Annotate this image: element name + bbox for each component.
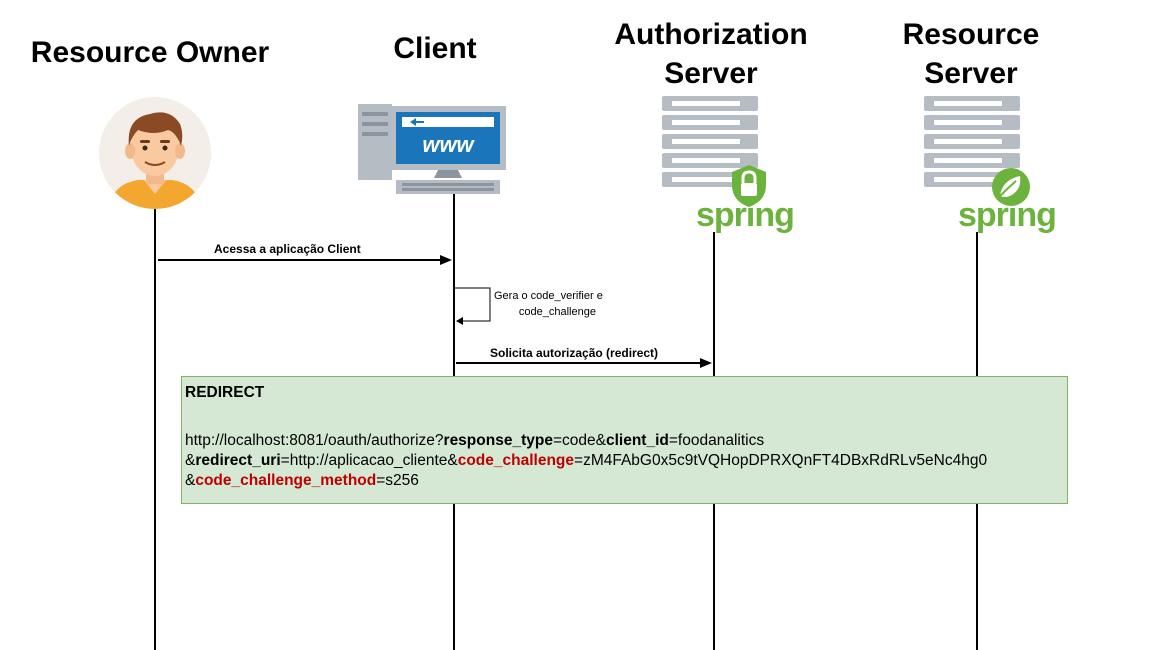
actor-title-authorization-server: Authorization Server bbox=[614, 18, 808, 90]
actor-title-resource-server: Resource Server bbox=[902, 18, 1040, 90]
user-avatar-icon bbox=[99, 97, 211, 209]
resource-server-spring-logo: spring bbox=[958, 196, 1057, 234]
message-arrow-request-authorization bbox=[456, 358, 712, 368]
self-message-arrow-generate bbox=[454, 287, 491, 325]
auth-server-spring-logo: spring bbox=[696, 196, 795, 234]
message-label-access-client: Acessa a aplicação Client bbox=[214, 242, 361, 256]
lifeline-resource-owner bbox=[154, 208, 156, 650]
lock-shield-icon bbox=[732, 165, 766, 207]
redirect-note-title: REDIRECT bbox=[185, 384, 265, 401]
redirect-note: REDIRECT http://localhost:8081/oauth/aut… bbox=[181, 376, 1068, 504]
message-label-request-authorization: Solicita autorização (redirect) bbox=[490, 346, 659, 360]
www-screen-text: www bbox=[422, 132, 475, 157]
redirect-url-line-3: &code_challenge_method=s256 bbox=[185, 472, 419, 489]
redirect-url-line-2: &redirect_uri=http://aplicacao_cliente&c… bbox=[185, 452, 988, 469]
client-computer-icon: www bbox=[358, 104, 506, 194]
actor-title-resource-owner: Resource Owner bbox=[30, 36, 270, 69]
self-message-label-generate: Gera o code_verifier e code_challenge bbox=[494, 290, 603, 318]
message-arrow-access-client bbox=[158, 255, 452, 265]
actor-title-client: Client bbox=[393, 32, 477, 65]
redirect-url-line-1: http://localhost:8081/oauth/authorize?re… bbox=[185, 432, 765, 449]
spring-leaf-icon bbox=[992, 168, 1030, 206]
